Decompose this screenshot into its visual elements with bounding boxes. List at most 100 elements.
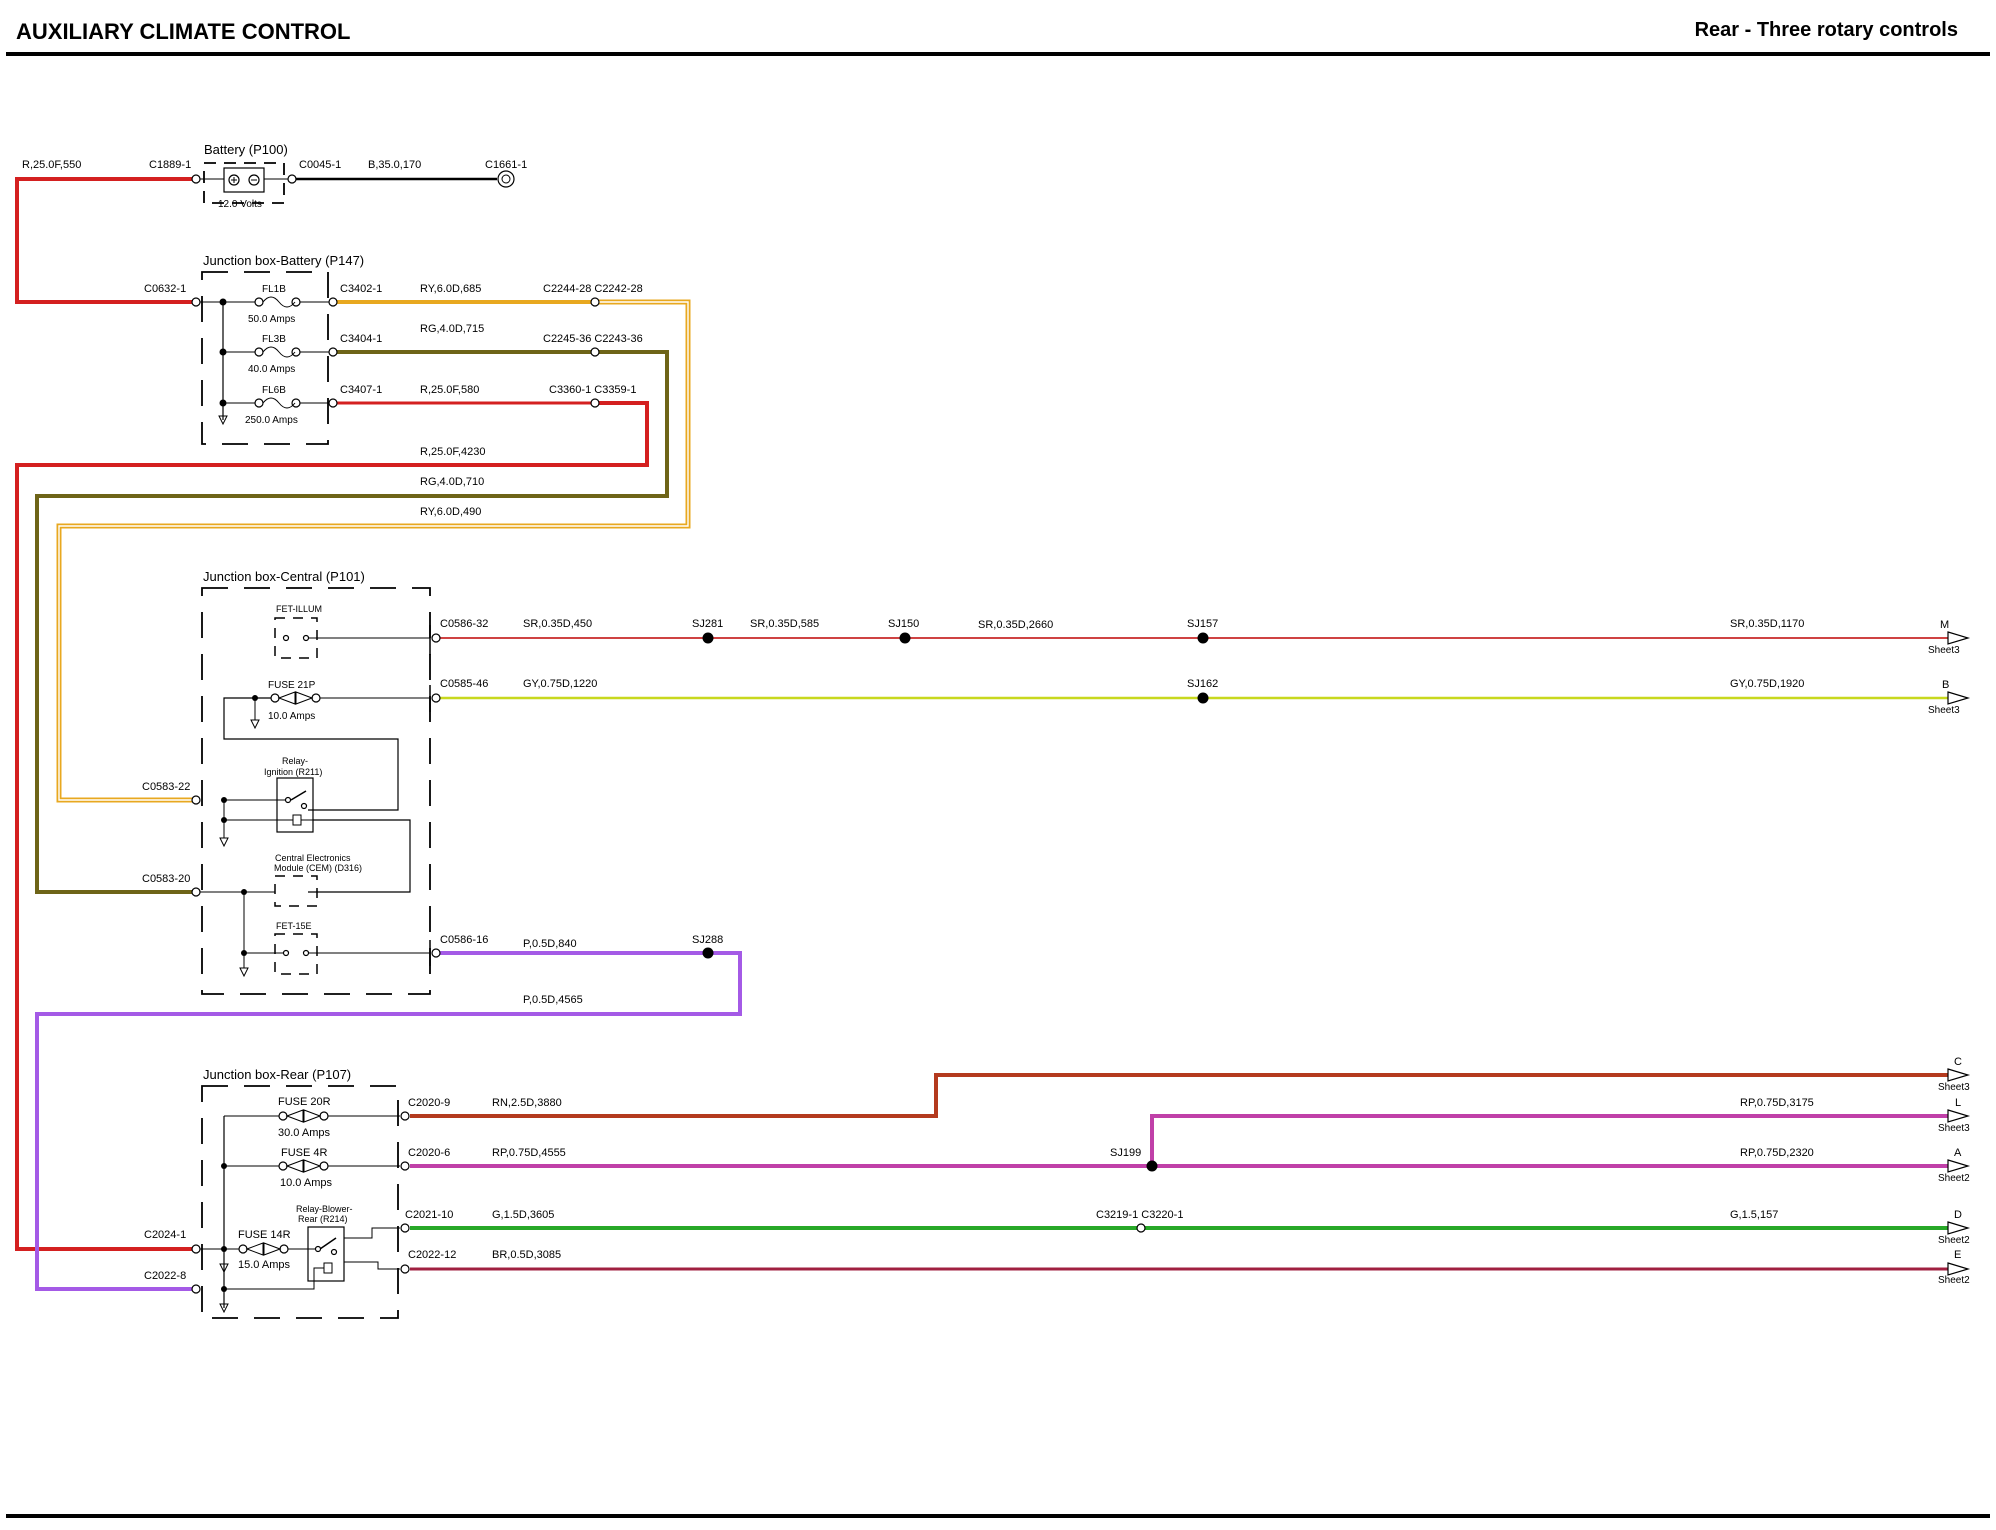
jb-rear-title: Junction box-Rear (P107)	[203, 1067, 351, 1082]
fuse4r-rating: 10.0 Amps	[280, 1177, 332, 1189]
fuse-fl3b	[254, 346, 301, 358]
offpage-c-letter: C	[1954, 1056, 1962, 1068]
wire-label-g-157: G,1.5,157	[1730, 1209, 1778, 1221]
conn-c3404: C3404-1	[340, 333, 382, 345]
wire-label-rp-2320: RP,0.75D,2320	[1740, 1147, 1814, 1159]
splice-sj281	[702, 632, 714, 644]
wires	[15, 177, 1952, 1291]
conn-c0586-32: C0586-32	[440, 618, 488, 630]
splice-label-sj199: SJ199	[1110, 1147, 1141, 1159]
conn-c2245: C2245-36 C2243-36	[543, 333, 643, 345]
fuse-fl6b-name: FL6B	[262, 385, 286, 396]
splice-sj157	[1197, 632, 1209, 644]
wire-rp-3175	[1150, 1114, 1952, 1166]
relay-blower-rear	[307, 1226, 345, 1282]
splice-label-sj281: SJ281	[692, 618, 723, 630]
fuse-fl3b-name: FL3B	[262, 334, 286, 345]
conn-c2022-12: C2022-12	[408, 1249, 456, 1261]
wire-r25-550	[15, 177, 195, 304]
offpage-c-sheet: Sheet3	[1938, 1082, 1970, 1093]
jb-central-p101: Junction box-Central (P101) FET-ILLUM FU…	[198, 569, 431, 995]
conn-c3407: C3407-1	[340, 384, 382, 396]
conn-c2020-9: C2020-9	[408, 1097, 450, 1109]
conn-c3402: C3402-1	[340, 283, 382, 295]
fuse21p-name: FUSE 21P	[268, 680, 316, 691]
fuse-fl1b	[254, 296, 301, 308]
conn-c1661: C1661-1	[485, 159, 527, 171]
wire-label-rn-3880: RN,2.5D,3880	[492, 1097, 562, 1109]
offpage-e-sheet: Sheet2	[1938, 1275, 1970, 1286]
page-subtitle: Rear - Three rotary controls	[1695, 19, 1958, 41]
splice-label-sj150: SJ150	[888, 618, 919, 630]
wire-label-gy-1220: GY,0.75D,1220	[523, 678, 597, 690]
splice-label-sj162: SJ162	[1187, 678, 1218, 690]
battery-p100: Battery (P100) 12.0 Volts	[198, 142, 515, 210]
wire-label-ry6-685: RY,6.0D,685	[420, 283, 481, 295]
jb-battery-p147: Junction box-Battery (P147) FL1B 50.0 Am…	[198, 253, 364, 445]
wire-label-p-4565: P,0.5D,4565	[523, 994, 583, 1006]
wire-rg4-710	[35, 350, 669, 894]
wire-label-rg4-715: RG,4.0D,715	[420, 323, 484, 335]
offpage-d-letter: D	[1954, 1209, 1962, 1221]
fuse4r-name: FUSE 4R	[281, 1147, 328, 1159]
jb-rear-box	[201, 1085, 399, 1319]
battery-box	[203, 162, 285, 204]
wire-p	[35, 951, 742, 1291]
offpage-arrows	[1947, 631, 1971, 1276]
wire-label-r25-550: R,25.0F,550	[22, 159, 81, 171]
wire-rn	[410, 1073, 1952, 1118]
jb-rear-p107: Junction box-Rear (P107) FUSE 20R 30.0 A…	[198, 1067, 400, 1319]
fuse20r-name: FUSE 20R	[278, 1096, 331, 1108]
conn-c0632: C0632-1	[144, 283, 186, 295]
fet15e-label: FET-15E	[276, 921, 312, 931]
offpage-d-sheet: Sheet2	[1938, 1235, 1970, 1246]
splice-sj288	[702, 947, 714, 959]
conn-c1889: C1889-1	[149, 159, 191, 171]
connector-symbols	[191, 174, 1146, 1294]
conn-c0583-20: C0583-20	[142, 873, 190, 885]
jb-central-box	[201, 587, 431, 995]
wire-label-ry6-490: RY,6.0D,490	[420, 506, 481, 518]
splice-sj199	[1146, 1160, 1158, 1172]
wire-label-sr-2660: SR,0.35D,2660	[978, 619, 1053, 631]
fuse14r-rating: 15.0 Amps	[238, 1259, 290, 1271]
conn-c2022-8: C2022-8	[144, 1270, 186, 1282]
wire-label-b35-170: B,35.0,170	[368, 159, 421, 171]
wire-label-rp-4555: RP,0.75D,4555	[492, 1147, 566, 1159]
jb-battery-box	[201, 271, 329, 445]
splice-sj150	[899, 632, 911, 644]
conn-c0586-16: C0586-16	[440, 934, 488, 946]
conn-c2020-6: C2020-6	[408, 1147, 450, 1159]
splice-label-sj288: SJ288	[692, 934, 723, 946]
conn-c2021-10: C2021-10	[405, 1209, 453, 1221]
relay-ign-line1: Relay-	[282, 756, 308, 766]
fuse21p-rating: 10.0 Amps	[268, 711, 315, 722]
splice-sj162	[1197, 692, 1209, 704]
offpage-a-sheet: Sheet2	[1938, 1173, 1970, 1184]
fuse-fl6b	[254, 397, 301, 409]
conn-c0583-22: C0583-22	[142, 781, 190, 793]
offpage-b-letter: B	[1942, 679, 1949, 691]
offpage-m-sheet: Sheet3	[1928, 645, 1960, 656]
fuse-fl3b-rating: 40.0 Amps	[248, 364, 295, 375]
wire-label-sr-450: SR,0.35D,450	[523, 618, 592, 630]
cem-module	[274, 875, 318, 907]
jb-battery-title: Junction box-Battery (P147)	[203, 253, 364, 268]
conn-c3219: C3219-1 C3220-1	[1096, 1209, 1183, 1221]
battery-voltage: 12.0 Volts	[218, 199, 262, 210]
ground-terminal	[497, 170, 515, 188]
wire-label-sr-585: SR,0.35D,585	[750, 618, 819, 630]
relay-ign-line2: Ignition (R211)	[264, 767, 322, 777]
jb-central-title: Junction box-Central (P101)	[203, 569, 365, 584]
page-title: AUXILIARY CLIMATE CONTROL	[16, 19, 350, 44]
offpage-m-letter: M	[1940, 619, 1949, 631]
wire-label-rg4-710: RG,4.0D,710	[420, 476, 484, 488]
offpage-l-sheet: Sheet3	[1938, 1123, 1970, 1134]
cem-line1: Central Electronics	[275, 853, 351, 863]
wire-label-p-840: P,0.5D,840	[523, 938, 577, 950]
relay-blower-line1: Relay-Blower-	[296, 1204, 353, 1214]
wire-label-r25-4230: R,25.0F,4230	[420, 446, 485, 458]
conn-c0585-46: C0585-46	[440, 678, 488, 690]
fuse-20r	[278, 1109, 329, 1123]
